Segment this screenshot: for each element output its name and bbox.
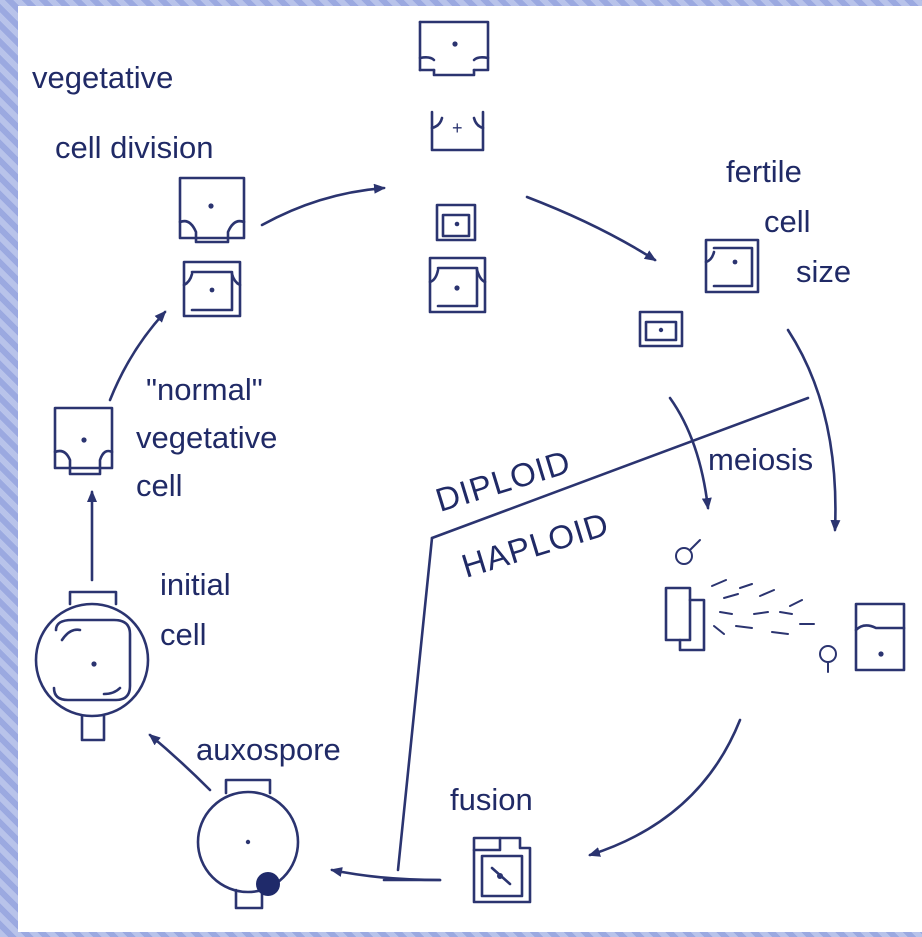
fertile-cell-1 <box>706 240 758 292</box>
cell-division-2 <box>184 262 240 316</box>
cell-top-4 <box>430 258 485 312</box>
label-cell-3: cell <box>160 617 207 652</box>
arrow-to-fertile <box>527 197 655 260</box>
cell-top-2: + <box>432 112 483 150</box>
fusion-cell <box>474 838 530 902</box>
label-cell-2: cell <box>136 468 183 503</box>
sperm-cells <box>676 540 836 672</box>
label-vegetative: vegetative <box>32 60 173 95</box>
cell-top-3 <box>437 205 475 240</box>
label-size: size <box>796 254 851 289</box>
cell-top-1 <box>420 22 488 75</box>
arrow-meiosis-left <box>670 398 708 508</box>
label-initial: initial <box>160 567 231 602</box>
cell-division-1 <box>180 178 244 242</box>
gametes-group <box>666 540 904 672</box>
label-fusion: fusion <box>450 782 533 817</box>
arrow-to-top-cells <box>262 188 384 225</box>
gamete-cell-right <box>856 604 904 670</box>
arrow-meiosis-right <box>788 330 835 530</box>
label-vegetative-cell: vegetative <box>136 420 277 455</box>
gamete-cell-left <box>666 588 704 650</box>
label-diploid: DIPLOID <box>431 443 575 519</box>
initial-cell <box>36 592 148 740</box>
label-cell-division: cell division <box>55 130 214 165</box>
arrow-to-fusion <box>590 720 740 855</box>
label-haploid: HAPLOID <box>457 505 613 585</box>
fertile-cell-2 <box>640 312 682 346</box>
normal-vegetative-cell <box>55 408 112 474</box>
label-meiosis: meiosis <box>708 442 813 477</box>
arrow-to-auxospore <box>332 870 440 880</box>
svg-text:+: + <box>452 118 463 138</box>
label-auxospore: auxospore <box>196 732 341 767</box>
label-cell: cell <box>764 204 811 239</box>
label-normal: "normal" <box>146 372 263 407</box>
label-fertile: fertile <box>726 154 802 189</box>
auxospore <box>198 780 298 908</box>
